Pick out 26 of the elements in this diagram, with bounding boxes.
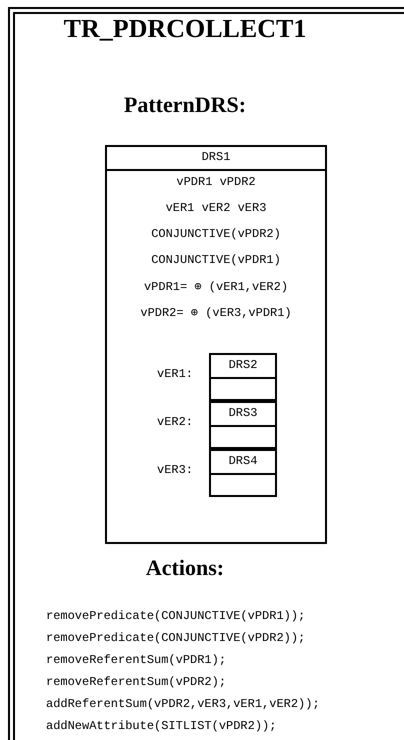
drs-box — [209, 401, 277, 449]
action-line: addNewAttribute(SITLIST(vPDR2)); — [46, 719, 276, 733]
diagram-title: TR_PDRCOLLECT1 — [62, 14, 308, 44]
referent-label: vER2: — [157, 415, 194, 429]
referent-label: vER1: — [157, 367, 194, 381]
action-line: removeReferentSum(vPDR2); — [46, 675, 226, 689]
drs-box — [209, 449, 277, 497]
drs-header: DRS2 — [228, 358, 258, 372]
section-heading: Actions: — [144, 555, 226, 581]
action-line: addReferentSum(vPDR2,vER3,vER1,vER2)); — [46, 697, 320, 711]
action-line: removePredicate(CONJUNCTIVE(vPDR1)); — [46, 609, 306, 623]
drs-condition: vPDR1 vPDR2 — [175, 175, 257, 189]
drs-condition: vPDR2= ⊕ (vER3,vPDR1) — [139, 305, 293, 320]
drs-box — [209, 353, 277, 401]
drs-box — [105, 145, 327, 544]
drs-header: DRS3 — [228, 406, 258, 420]
drs-condition: CONJUNCTIVE(vPDR1) — [150, 253, 282, 267]
drs-header: DRS4 — [228, 454, 258, 468]
action-line: removeReferentSum(vPDR1); — [46, 653, 226, 667]
drs-condition: vPDR1= ⊕ (vER1,vER2) — [142, 279, 290, 294]
drs-header: DRS1 — [200, 150, 232, 164]
action-line: removePredicate(CONJUNCTIVE(vPDR2)); — [46, 631, 306, 645]
drs-condition: CONJUNCTIVE(vPDR2) — [150, 227, 282, 241]
referent-label: vER3: — [157, 463, 194, 477]
section-heading: PatternDRS: — [122, 92, 248, 118]
drs-condition: vER1 vER2 vER3 — [164, 201, 268, 215]
